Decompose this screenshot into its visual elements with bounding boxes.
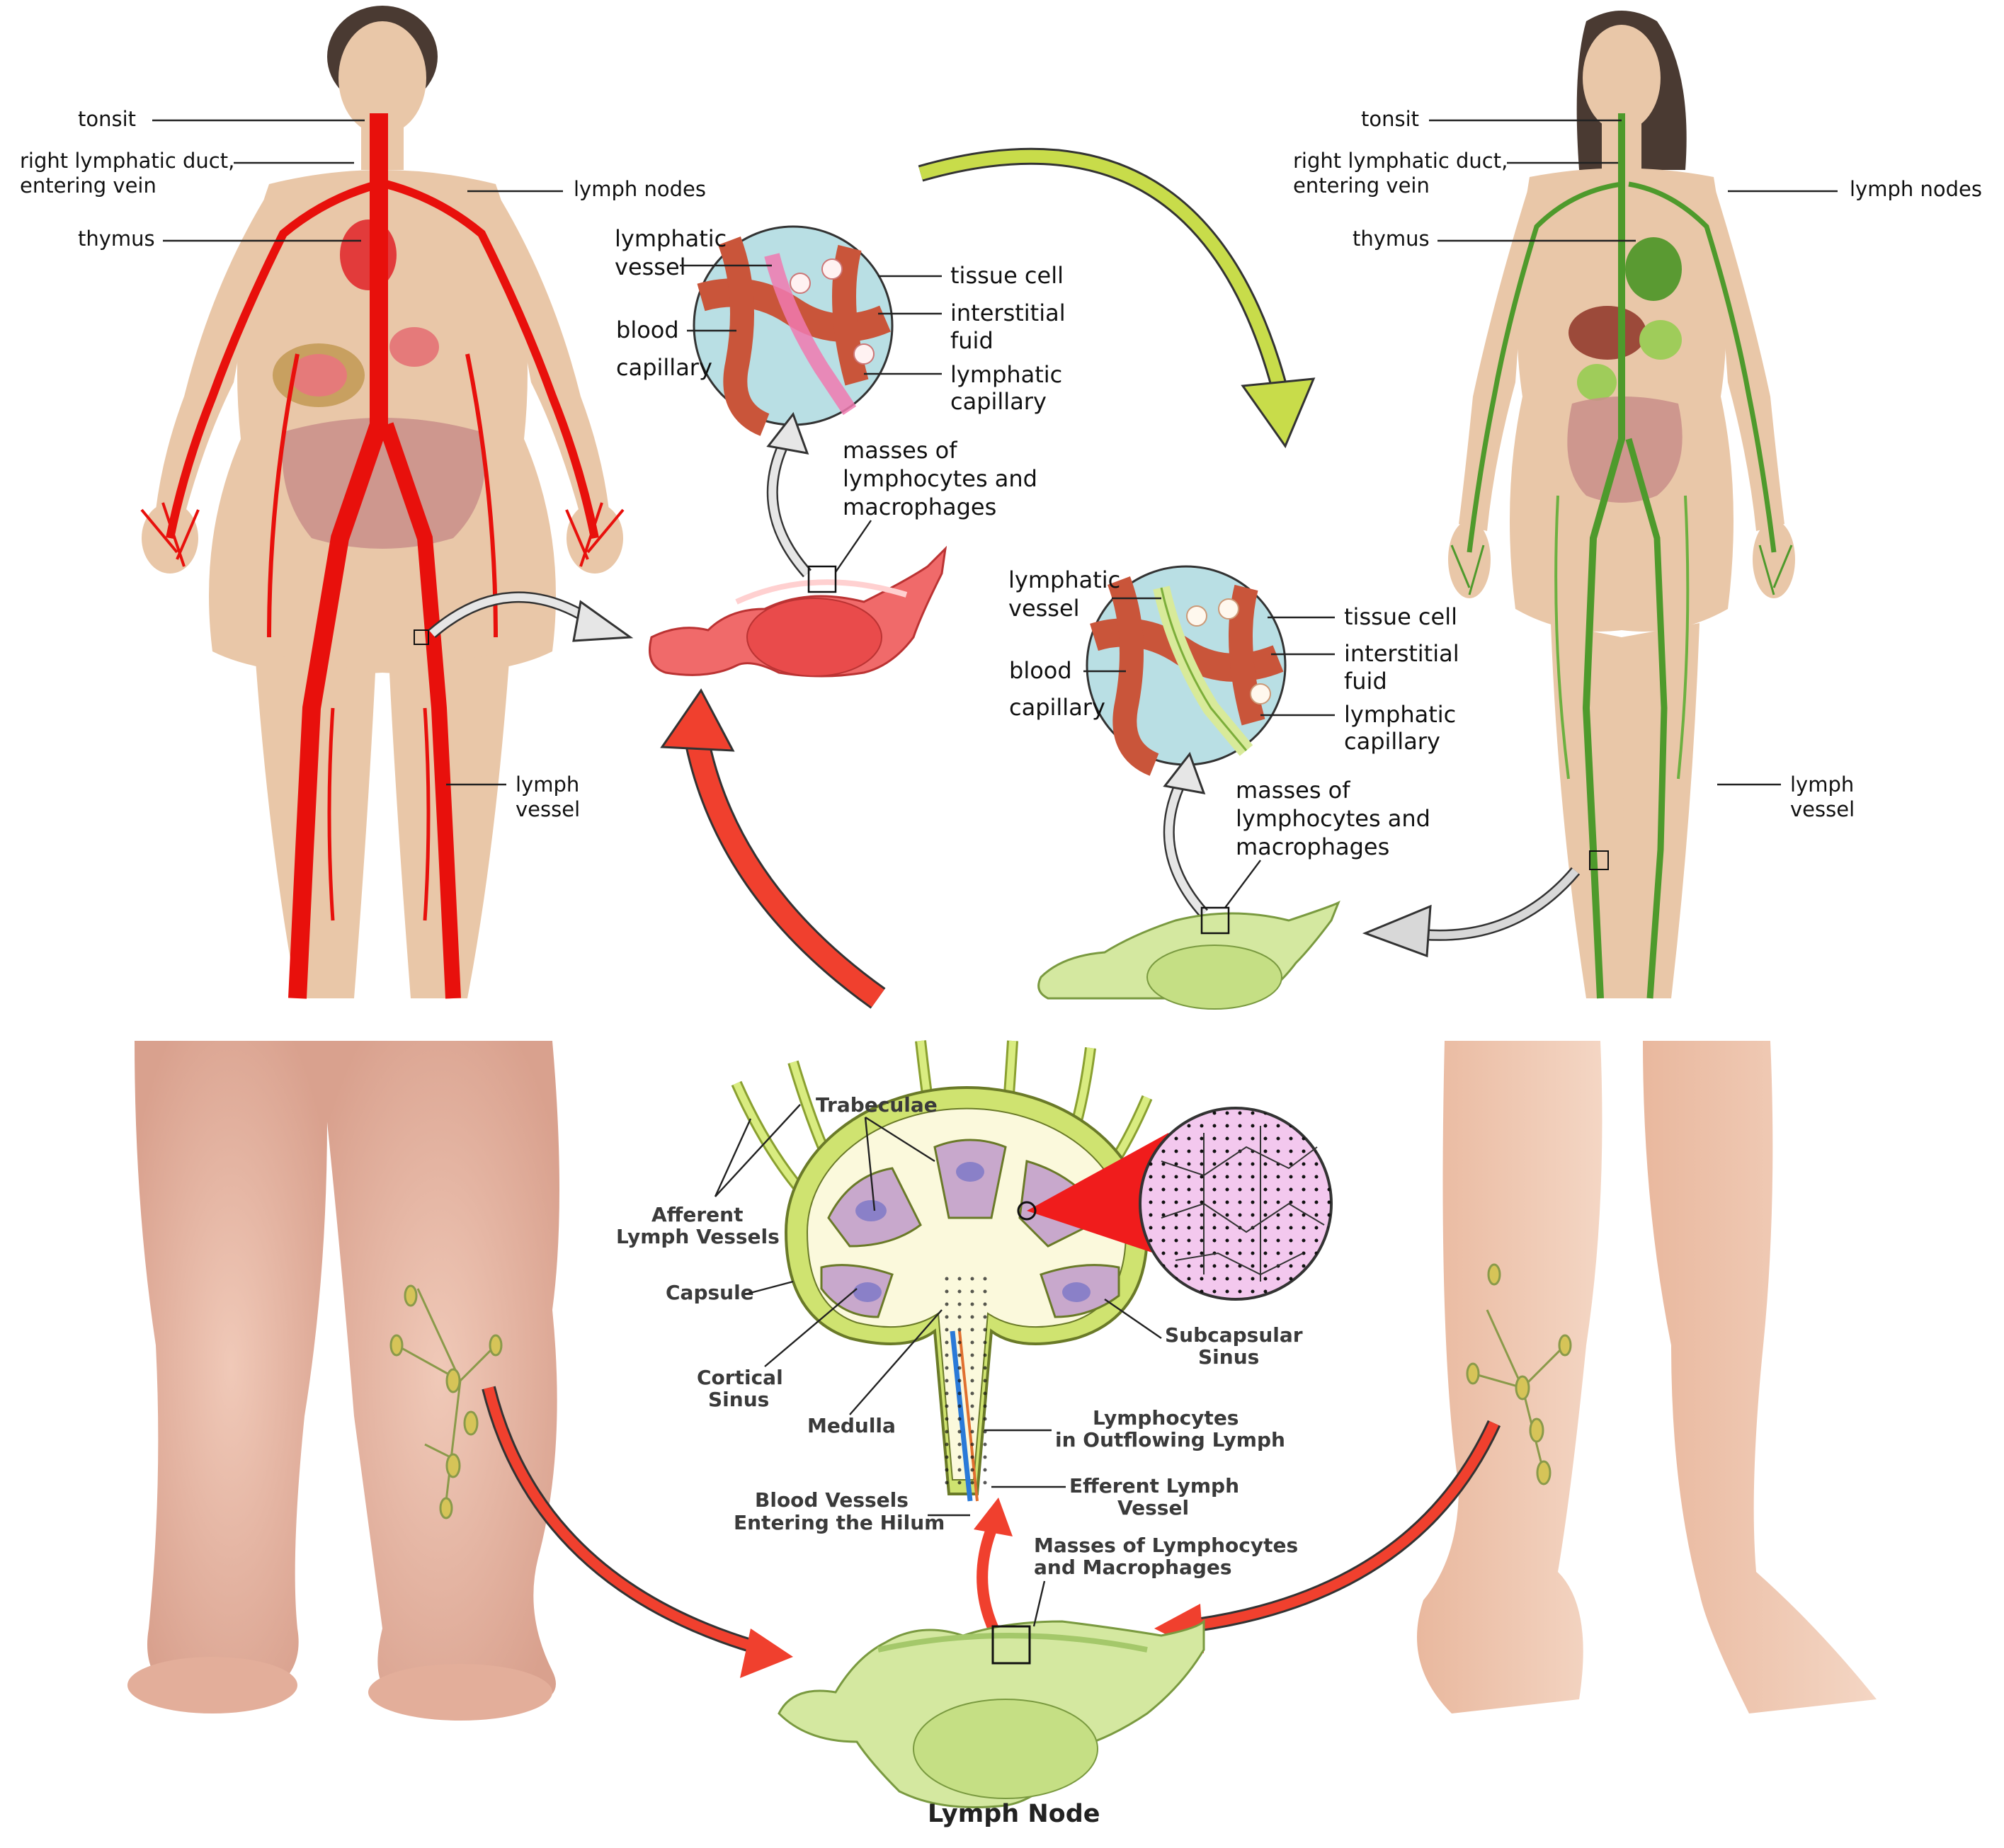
g-inset-lymph-cap-2: capillary [1344, 728, 1440, 755]
label-lymph-nodes: lymph nodes [574, 177, 706, 201]
label-tonsil: tonsit [78, 107, 136, 131]
green-inset-labels: lymphatic vessel blood capillary tissue … [1008, 566, 1459, 908]
swollen-arms-illustration [1417, 1041, 1877, 1713]
label-subcapsular-2: Sinus [1198, 1345, 1259, 1369]
swollen-legs-illustration [127, 1041, 559, 1721]
label-medulla: Medulla [807, 1414, 896, 1437]
label-thymus: thymus [78, 227, 155, 251]
g-inset-blood-2: capillary [1009, 694, 1105, 721]
g-label-lymph-vessel-line1: lymph [1790, 772, 1854, 797]
label-lymph-vessel-line2: vessel [516, 797, 580, 821]
label-duct-line1: right lymphatic duct, [20, 149, 234, 173]
red-label-tissue-cell: tissue cell [950, 262, 1064, 289]
red-tissue-inset [693, 225, 894, 436]
label-blood-vessels-2: Entering the Hilum [734, 1511, 945, 1534]
g-inset-lymphatic-vessel-2: vessel [1008, 595, 1080, 622]
g-inset-lymphatic-vessel-1: lymphatic [1008, 566, 1120, 593]
label-cortical-1: Cortical [697, 1366, 783, 1389]
label-trabeculae: Trabeculae [816, 1093, 938, 1117]
green-tissue-inset [1086, 565, 1287, 776]
g-label-thymus: thymus [1353, 227, 1430, 251]
node-diagram-labels: Trabeculae Afferent Lymph Vessels Capsul… [616, 1093, 1303, 1828]
g-inset-masses-1: masses of [1236, 777, 1350, 804]
g-inset-masses-3: macrophages [1236, 833, 1389, 860]
g-inset-interstitial-2: fuid [1344, 668, 1387, 695]
red-label-interstitial-2: fuid [950, 327, 994, 354]
green-body-figure [1448, 11, 1795, 999]
green-body-labels: tonsit right lymphatic duct, entering ve… [1293, 107, 1982, 821]
label-blood-vessels-1: Blood Vessels [755, 1488, 909, 1512]
red-inset-labels: lymphatic vessel blood capillary tissue … [615, 225, 1066, 573]
label-lymph-vessel-line1: lymph [516, 772, 579, 797]
label-efferent-1: Efferent Lymph [1069, 1474, 1239, 1498]
red-label-masses-3: macrophages [843, 494, 996, 520]
label-afferent-1: Afferent [651, 1203, 743, 1226]
g-inset-tissue-cell: tissue cell [1344, 603, 1457, 630]
red-label-blood-2: capillary [616, 354, 712, 381]
label-masses-2: and Macrophages [1034, 1556, 1232, 1579]
red-body-figure [140, 6, 625, 999]
label-masses-1: Masses of Lymphocytes [1034, 1534, 1298, 1557]
label-lymphocytes-2: in Outflowing Lymph [1055, 1428, 1285, 1451]
red-label-lymphatic-vessel-1: lymphatic [615, 225, 727, 252]
g-inset-interstitial-1: interstitial [1344, 640, 1459, 667]
label-efferent-2: Vessel [1117, 1496, 1189, 1519]
red-label-lymph-cap-2: capillary [950, 388, 1047, 415]
label-cortical-2: Sinus [708, 1388, 769, 1411]
label-capsule: Capsule [666, 1281, 754, 1304]
g-inset-blood-1: blood [1009, 657, 1072, 684]
g-label-duct-line2: entering vein [1293, 173, 1430, 198]
g-label-tonsil: tonsit [1361, 107, 1419, 131]
red-lymph-node [649, 545, 947, 678]
green-lymph-node-small [1037, 900, 1340, 1010]
label-lymph-node-title: Lymph Node [928, 1800, 1100, 1828]
label-afferent-2: Lymph Vessels [616, 1225, 780, 1248]
red-label-blood-1: blood [616, 316, 679, 343]
red-label-interstitial-1: interstitial [950, 300, 1066, 326]
red-label-masses-1: masses of [843, 437, 957, 464]
label-duct-line2: entering vein [20, 173, 156, 198]
red-label-lymph-cap-1: lymphatic [950, 361, 1062, 388]
red-arrow-curve [685, 741, 886, 1009]
red-label-lymphatic-vessel-2: vessel [615, 253, 686, 280]
g-inset-lymph-cap-1: lymphatic [1344, 701, 1456, 728]
green-lymph-node-large [778, 1619, 1205, 1808]
g-label-lymph-vessel-line2: vessel [1790, 797, 1855, 821]
lymph-node-cross-section [731, 1040, 1333, 1502]
label-lymphocytes-1: Lymphocytes [1093, 1406, 1239, 1430]
red-label-masses-2: lymphocytes and [843, 465, 1037, 492]
red-body-labels: tonsit right lymphatic duct, entering ve… [20, 107, 706, 821]
label-subcapsular-1: Subcapsular [1165, 1323, 1303, 1347]
g-label-duct-line1: right lymphatic duct, [1293, 149, 1508, 173]
g-label-lymph-nodes: lymph nodes [1850, 177, 1982, 201]
g-inset-masses-2: lymphocytes and [1236, 805, 1430, 832]
